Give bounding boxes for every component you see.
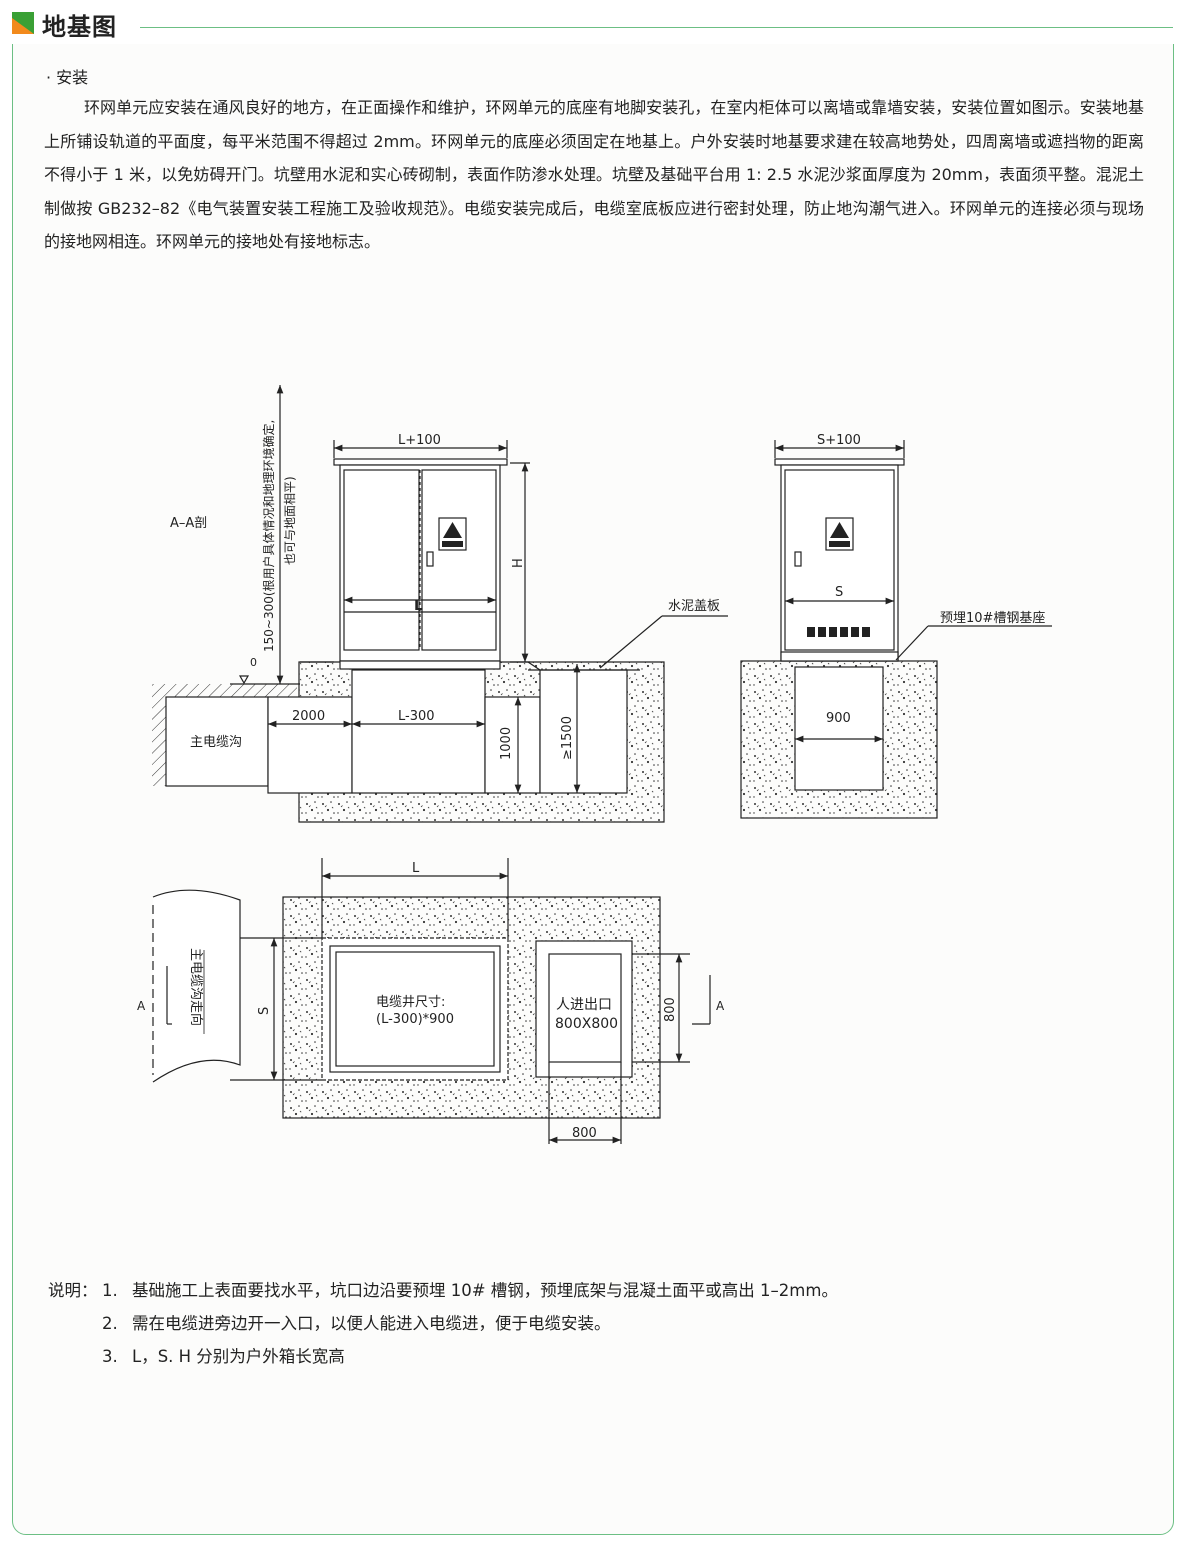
dim-2000: 2000 xyxy=(292,709,325,724)
section-marker-icon xyxy=(12,12,34,34)
embedded-base-label: 预埋10#槽钢基座 xyxy=(940,611,1045,626)
vent-slots-icon xyxy=(807,627,870,637)
side-cable-well xyxy=(794,666,884,791)
plan-entry xyxy=(548,953,622,1063)
height-note-2: 也可与地面相平) xyxy=(283,476,297,565)
dim-800-bottom: 800 xyxy=(572,1126,597,1141)
dim-800-vertical: 800 xyxy=(663,997,678,1022)
entry-size: 800X800 xyxy=(555,1016,618,1032)
notes: 说明： 1. 基础施工上表面要找水平，坑口边沿要预埋 10# 槽钢，预埋底架与混… xyxy=(48,1274,838,1373)
note-item: 说明： 1. 基础施工上表面要找水平，坑口边沿要预埋 10# 槽钢，预埋底架与混… xyxy=(48,1274,838,1307)
note-text: L，S. H 分别为户外箱长宽高 xyxy=(132,1347,345,1366)
section-mark-a-right: A xyxy=(716,999,725,1013)
install-paragraph: 环网单元应安装在通风良好的地方，在正面操作和维护，环网单元的底座有地脚安装孔，在… xyxy=(44,98,1144,251)
side-door-handle-icon xyxy=(794,551,802,567)
main-trench xyxy=(165,696,269,787)
dim-1500: ≥1500 xyxy=(560,716,575,760)
entry-section xyxy=(539,669,628,794)
door-handle-icon xyxy=(426,551,434,567)
note-item: 2. 需在电缆进旁边开一入口，以便人能进入电缆进，便于电缆安装。 xyxy=(48,1307,838,1340)
side-cabinet-roof xyxy=(774,458,905,466)
dim-s-plus-100: S+100 xyxy=(817,433,861,448)
note-number: 2. xyxy=(102,1314,118,1333)
side-warning-sign-icon xyxy=(825,517,854,551)
dim-h: H xyxy=(511,558,526,568)
main-trench-label: 主电缆沟 xyxy=(190,734,242,750)
cement-cover-label: 水泥盖板 xyxy=(668,599,720,614)
install-heading: · 安装 xyxy=(46,68,89,87)
page-title: 地基图 xyxy=(42,13,117,41)
height-note-1: 150~300(根用户具体情况和地理环境确定, xyxy=(261,420,276,652)
dim-900: 900 xyxy=(826,711,851,726)
dim-l-plus-100: L+100 xyxy=(398,433,441,448)
ground-level-icon xyxy=(238,675,250,685)
pit-section xyxy=(484,696,541,794)
ground-zero-mark: 0 xyxy=(250,656,257,669)
dim-s-plan: S xyxy=(257,1007,272,1015)
section-aa-label: A–A剖 xyxy=(170,516,207,531)
warning-sign-icon xyxy=(438,517,467,551)
dim-l-inner: L xyxy=(414,598,423,614)
dim-l-plan: L xyxy=(412,861,420,876)
dim-1000: 1000 xyxy=(499,727,514,760)
note-text: 需在电缆进旁边开一入口，以便人能进入电缆进，便于电缆安装。 xyxy=(132,1314,611,1333)
note-item: 3. L，S. H 分别为户外箱长宽高 xyxy=(48,1340,838,1373)
trench-2000 xyxy=(267,696,353,794)
note-number: 1. xyxy=(102,1281,118,1300)
dim-l-minus-300: L-300 xyxy=(398,709,435,724)
well-size-value: (L-300)*900 xyxy=(376,1012,454,1027)
well-size-label: 电缆井尺寸: xyxy=(376,994,445,1010)
section-mark-a-left: A xyxy=(137,999,146,1013)
entry-label: 人进出口 xyxy=(556,997,612,1013)
cable-well-section xyxy=(351,669,486,794)
note-number: 3. xyxy=(102,1347,118,1366)
title-bar: 地基图 xyxy=(0,0,1186,44)
dim-s: S xyxy=(835,585,843,600)
trench-plan xyxy=(152,889,241,1083)
cabinet-roof xyxy=(333,458,508,466)
title-divider xyxy=(140,27,1173,28)
trench-direction-label: 主电缆沟走向 xyxy=(188,948,204,1026)
note-text: 基础施工上表面要找水平，坑口边沿要预埋 10# 槽钢，预埋底架与混凝土面平或高出… xyxy=(132,1281,838,1300)
notes-lead: 说明： xyxy=(48,1281,98,1300)
